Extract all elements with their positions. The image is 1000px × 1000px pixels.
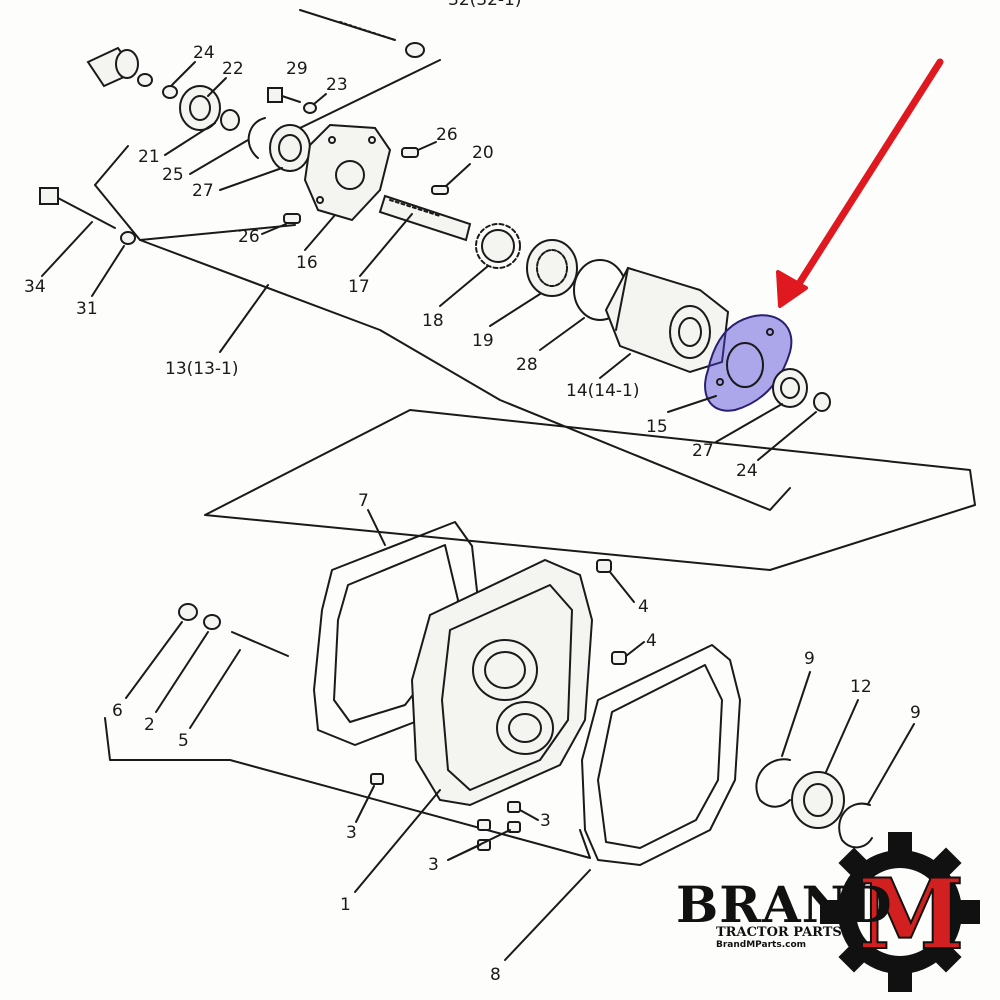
part-20-key: [431, 185, 449, 195]
part-label-18: 18: [422, 311, 444, 331]
part-label-2: 2: [144, 715, 155, 735]
lower-assembly-bracket: [104, 409, 976, 859]
part-17-shaft: [378, 194, 472, 242]
part-label-9b: 9: [910, 703, 921, 723]
part-24-ring: [137, 73, 153, 87]
part-label-14: 14(14-1): [566, 381, 639, 401]
part-3-plug-b: [477, 819, 491, 831]
part-27-bearing-right: [772, 368, 808, 408]
part-label-21: 21: [138, 147, 160, 167]
part-label-27a: 27: [192, 181, 214, 201]
part-19-bearing: [526, 239, 578, 297]
part-1-case: [410, 558, 594, 807]
part-label-27b: 27: [692, 441, 714, 461]
part-label-7: 7: [358, 491, 369, 511]
part-label-3a: 3: [346, 823, 357, 843]
part-31-washer: [120, 231, 136, 245]
part-23-washer: [162, 85, 178, 99]
part-label-4b: 4: [646, 631, 657, 651]
brand-logo: M BRAND TRACTOR PARTS BrandMParts.com: [676, 832, 980, 992]
part-label-15: 15: [646, 417, 668, 437]
part-9-snap-ring-a: [755, 758, 791, 808]
upper-assembly-bracket: [94, 59, 791, 511]
part-label-3c: 3: [540, 811, 551, 831]
part-label-3b: 3: [428, 855, 439, 875]
part-2-washer: [203, 614, 221, 630]
part-4-plug-b: [611, 651, 627, 665]
part-bushing: [86, 46, 139, 88]
brand-name: BRAND: [676, 875, 893, 934]
part-14-housing: [604, 266, 730, 374]
part-label-5: 5: [178, 731, 189, 751]
part-label-4a: 4: [638, 597, 649, 617]
part-5-stud: [231, 631, 289, 657]
part-label-28: 28: [516, 355, 538, 375]
part-4-plug-a: [596, 559, 612, 573]
part-label-6: 6: [112, 701, 123, 721]
part-8-gasket: [581, 644, 741, 866]
brand-url: BrandMParts.com: [716, 940, 806, 950]
part-label-31: 31: [76, 299, 98, 319]
part-3-plug-a: [370, 773, 384, 785]
part-label-19: 19: [472, 331, 494, 351]
pointer-arrow: [776, 58, 944, 308]
part-label-26a: 26: [436, 125, 458, 145]
part-label-25: 25: [162, 165, 184, 185]
part-label-8: 8: [490, 965, 501, 985]
part-18-gear: [475, 223, 521, 269]
part-label-13: 13(13-1): [165, 359, 238, 379]
part-16-plate: [303, 123, 392, 222]
part-26-pin-b: [283, 213, 301, 224]
part-6-nut: [178, 603, 198, 621]
part-23-washer-b: [303, 102, 317, 114]
part-label-17: 17: [348, 277, 370, 297]
part-12-bearing: [791, 771, 845, 829]
part-label-1: 1: [340, 895, 351, 915]
part-15-cover-highlighted: [704, 314, 793, 412]
part-label-12: 12: [850, 677, 872, 697]
part-label-16: 16: [296, 253, 318, 273]
brand-letter: M: [858, 858, 964, 971]
part-label-26b: 26: [238, 227, 260, 247]
part-34-bolt: [39, 187, 116, 229]
part-32-bolt: [299, 9, 425, 58]
part-3-plug-d: [507, 801, 521, 813]
part-label-23: 23: [326, 75, 348, 95]
part-label-34: 34: [24, 277, 46, 297]
brand-tagline: TRACTOR PARTS: [716, 925, 842, 940]
part-label-24b: 24: [736, 461, 758, 481]
part-26-pin-a: [401, 147, 419, 158]
part-label-24a: 24: [193, 43, 215, 63]
part-9-snap-ring-b: [838, 802, 873, 849]
part-22-bearing: [179, 85, 240, 131]
part-3-plug-e: [507, 821, 521, 833]
part-label-32: 32(32-1): [448, 0, 521, 10]
part-29-bolt: [267, 87, 301, 103]
part-label-29: 29: [286, 59, 308, 79]
part-24-ring-right: [813, 392, 831, 412]
part-label-20: 20: [472, 143, 494, 163]
part-27-bearing: [269, 124, 311, 172]
part-label-9a: 9: [804, 649, 815, 669]
part-snap-ring: [247, 117, 266, 159]
part-label-22: 22: [222, 59, 244, 79]
